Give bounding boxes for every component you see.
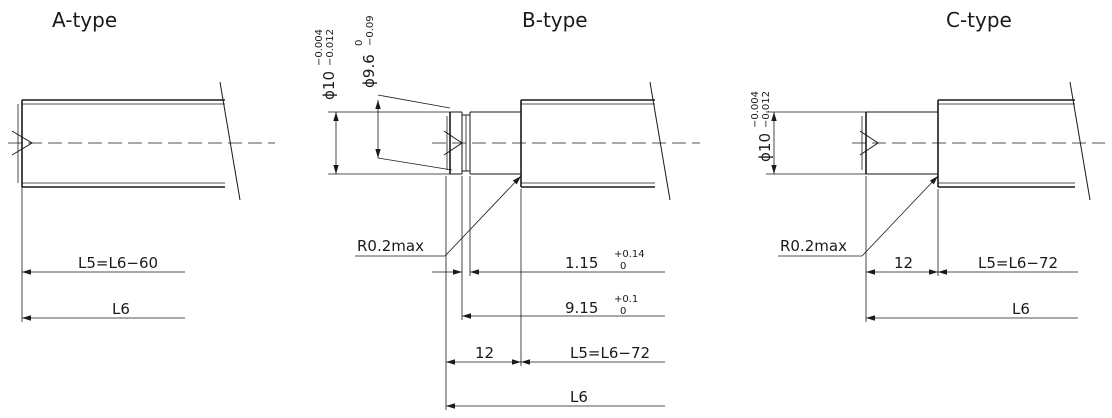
svg-text:ϕ10: ϕ10 [320,71,338,100]
b-type-dimension-step: 12 [446,344,521,365]
c-type-shaft [859,81,1091,201]
b-type-shaft [443,81,671,201]
svg-text:ϕ10: ϕ10 [756,133,774,162]
b-type-dimension-l6: L6 [446,388,665,409]
a-type-dimension-l5: L5=L6−60 [22,254,185,275]
svg-text:1.15: 1.15 [565,254,598,272]
svg-text:9.15: 9.15 [565,299,598,317]
svg-text:−0.012: −0.012 [761,91,772,128]
c-type-dimension-step: 12 [866,254,938,275]
a-type-view: A-type L5=L6−60 L6 [8,8,275,322]
svg-text:−0.012: −0.012 [325,29,336,66]
c-type-diameter-outer: ϕ10 −0.004 −0.012 [750,91,774,162]
b-type-title: B-type [522,8,588,32]
svg-text:R0.2max: R0.2max [357,237,424,255]
svg-text:L5=L6−60: L5=L6−60 [78,254,158,272]
svg-text:R0.2max: R0.2max [780,237,847,255]
svg-text:12: 12 [475,344,494,362]
svg-text:0: 0 [620,261,626,272]
c-type-dimension-l6: L6 [866,300,1078,321]
b-type-dimension-groove-position: 9.15 +0.1 0 [462,294,665,319]
svg-text:0: 0 [354,40,365,46]
svg-text:L5=L6−72: L5=L6−72 [978,254,1058,272]
c-type-dimension-l5: L5=L6−72 [938,254,1078,275]
a-type-title: A-type [52,8,117,32]
b-type-view: B-type ϕ10 −0.004 −0.012 ϕ9.6 0 −0.09 [314,8,700,410]
b-type-dimension-groove-width: 1.15 +0.14 0 [432,249,665,275]
b-type-diameter-inner: ϕ9.6 0 −0.09 [354,15,378,88]
svg-text:ϕ9.6: ϕ9.6 [360,54,378,88]
c-type-radius-callout: R0.2max [778,175,939,257]
svg-text:L6: L6 [570,388,588,406]
svg-text:+0.1: +0.1 [614,294,638,305]
svg-text:+0.14: +0.14 [614,249,645,260]
svg-text:L6: L6 [112,300,130,318]
b-type-extension-lines [445,176,522,410]
b-type-diameter-outer: ϕ10 −0.004 −0.012 [314,29,338,100]
svg-text:−0.09: −0.09 [365,15,376,46]
c-type-title: C-type [946,8,1012,32]
c-type-extension-lines [865,176,939,322]
b-type-radius-callout: R0.2max [355,175,522,257]
svg-text:−0.004: −0.004 [314,29,325,66]
svg-text:0: 0 [620,306,626,317]
a-type-shaft [11,81,241,201]
svg-text:−0.004: −0.004 [750,91,761,128]
svg-text:L5=L6−72: L5=L6−72 [570,344,650,362]
svg-text:L6: L6 [1012,300,1030,318]
svg-text:12: 12 [894,254,913,272]
a-type-dimension-l6: L6 [22,300,185,321]
c-type-diameter-dim-lines [766,111,866,175]
c-type-view: C-type ϕ10 −0.004 −0.012 [750,8,1105,322]
b-type-diameter-dim-lines [328,94,460,175]
b-type-dimension-l5: L5=L6−72 [521,344,665,365]
